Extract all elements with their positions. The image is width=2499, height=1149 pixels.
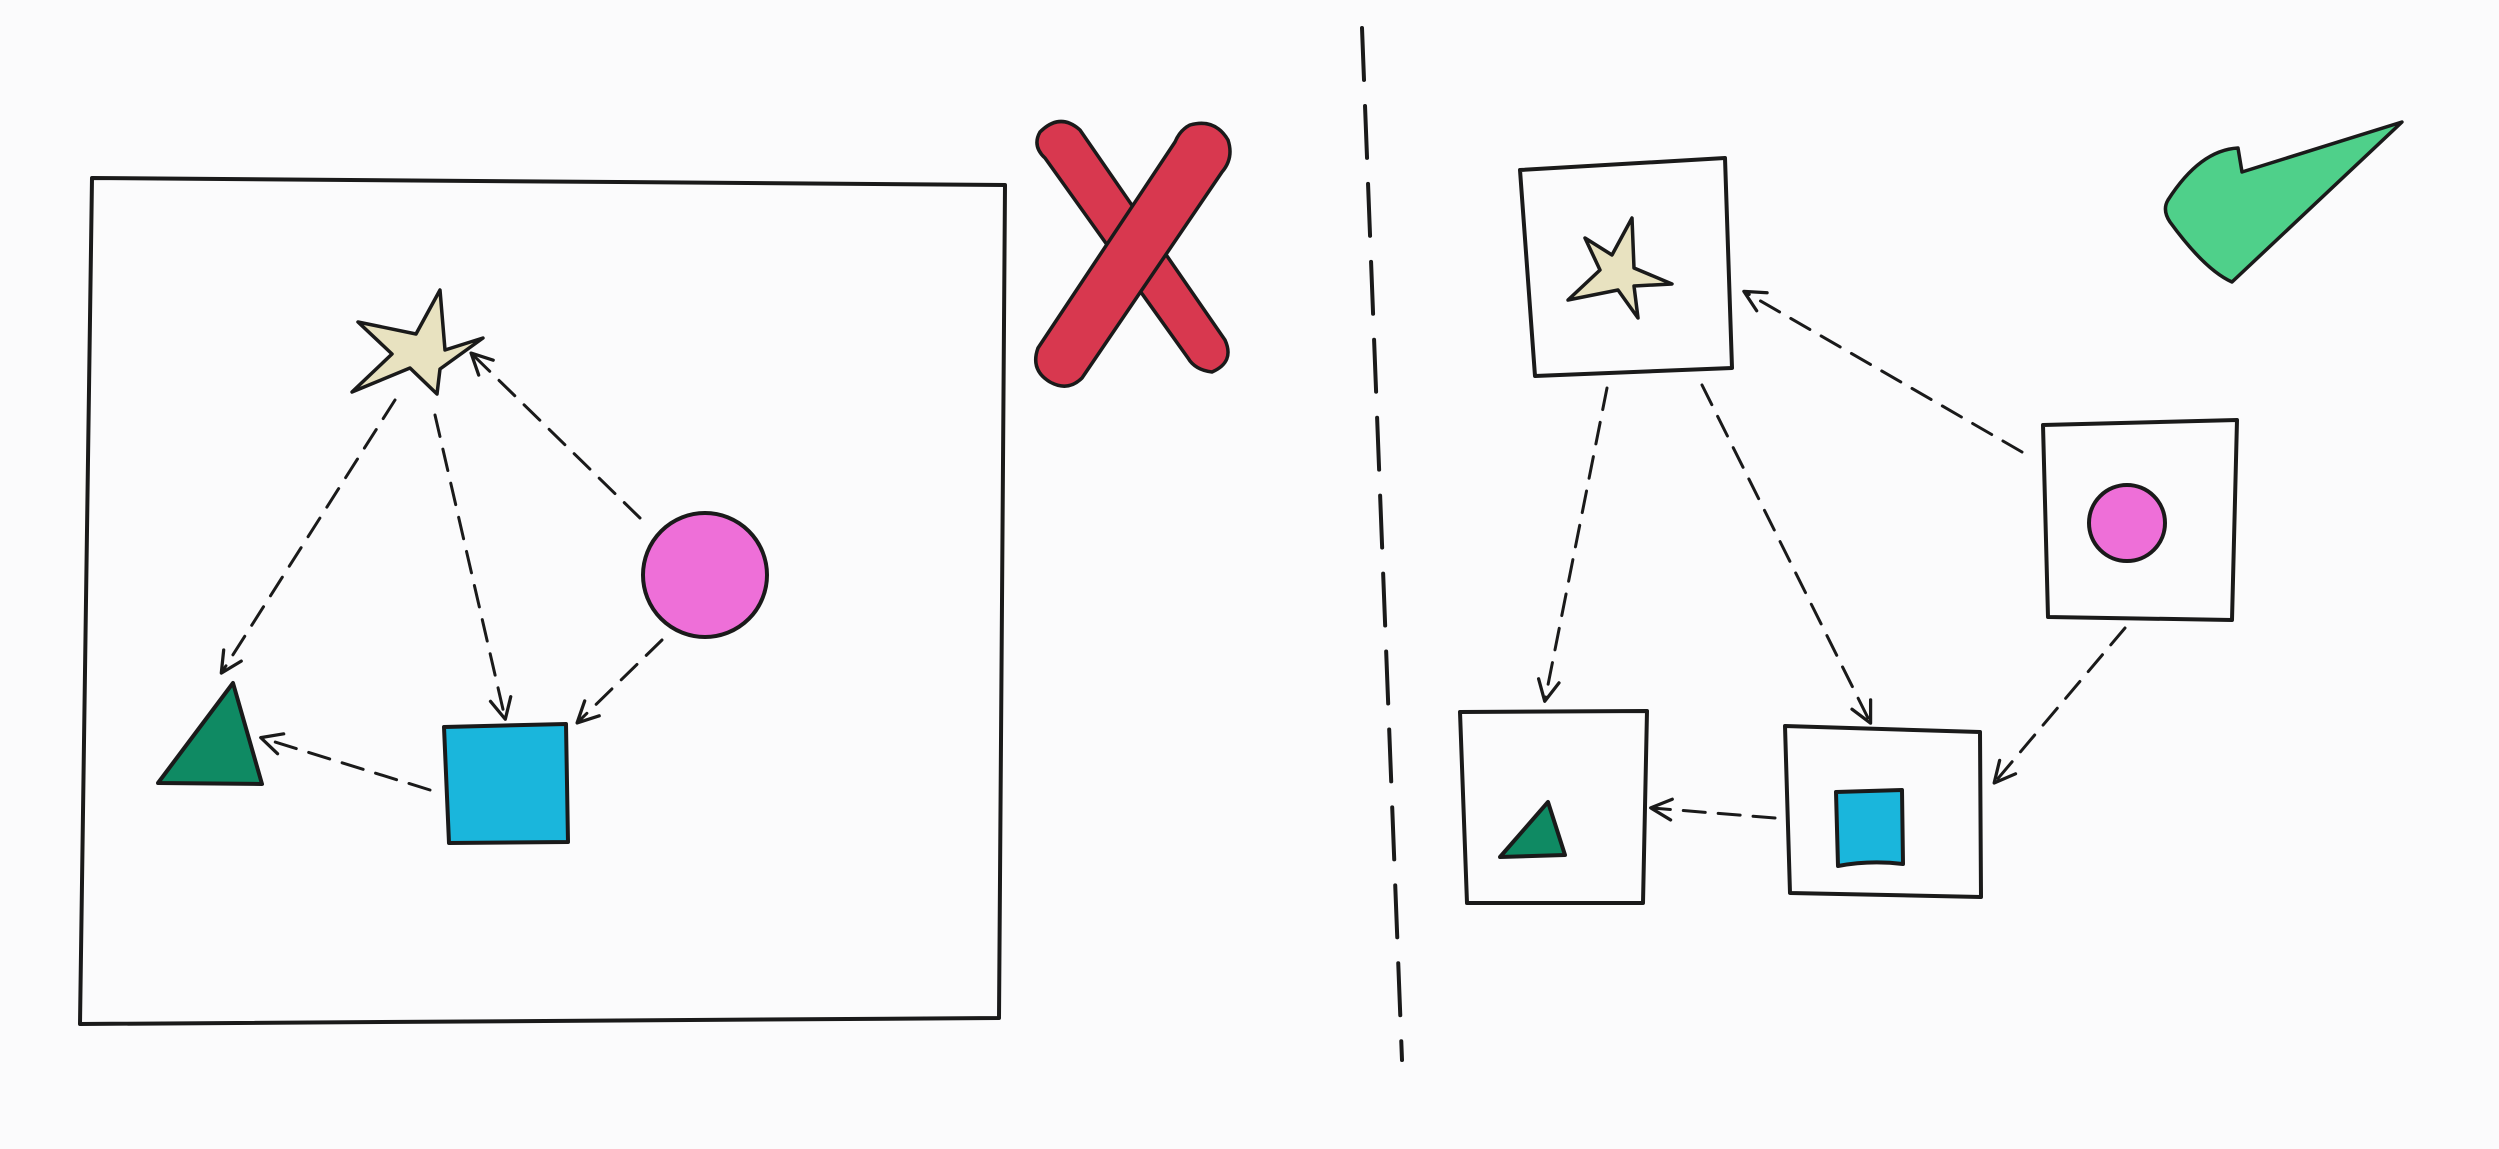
edge-circle-to-square	[1992, 626, 2127, 785]
triangle-box	[1458, 709, 1649, 905]
edge-square-to-triangle	[259, 732, 432, 792]
circle-icon	[641, 511, 769, 639]
edge-star-to-square	[1700, 383, 1873, 725]
triangle-icon	[156, 681, 264, 786]
square-icon	[442, 722, 570, 845]
edge-star-to-square	[433, 413, 513, 721]
circle-box	[2041, 418, 2239, 622]
checkmark-icon	[2163, 120, 2404, 284]
star-icon	[1566, 216, 1674, 320]
edge-circle-to-star	[1742, 289, 2024, 454]
triangle-icon	[1498, 800, 1567, 859]
edge-star-to-triangle	[219, 398, 397, 675]
circle-icon	[2087, 483, 2167, 563]
panel-divider	[1360, 26, 1404, 1062]
right-edges	[1536, 289, 2127, 822]
left-panel	[78, 119, 1232, 1026]
edge-square-to-triangle	[1649, 797, 1777, 822]
left-edges	[219, 351, 664, 792]
shared-container-box	[78, 176, 1007, 1026]
star-icon	[350, 288, 485, 396]
right-panel	[1458, 120, 2404, 905]
cross-icon	[1034, 119, 1232, 388]
edge-circle-to-star	[469, 351, 642, 520]
square-icon	[1834, 788, 1905, 868]
edge-circle-to-square	[575, 638, 664, 725]
edge-star-to-triangle	[1536, 386, 1609, 703]
star-box	[1518, 156, 1734, 378]
square-box	[1783, 724, 1983, 899]
